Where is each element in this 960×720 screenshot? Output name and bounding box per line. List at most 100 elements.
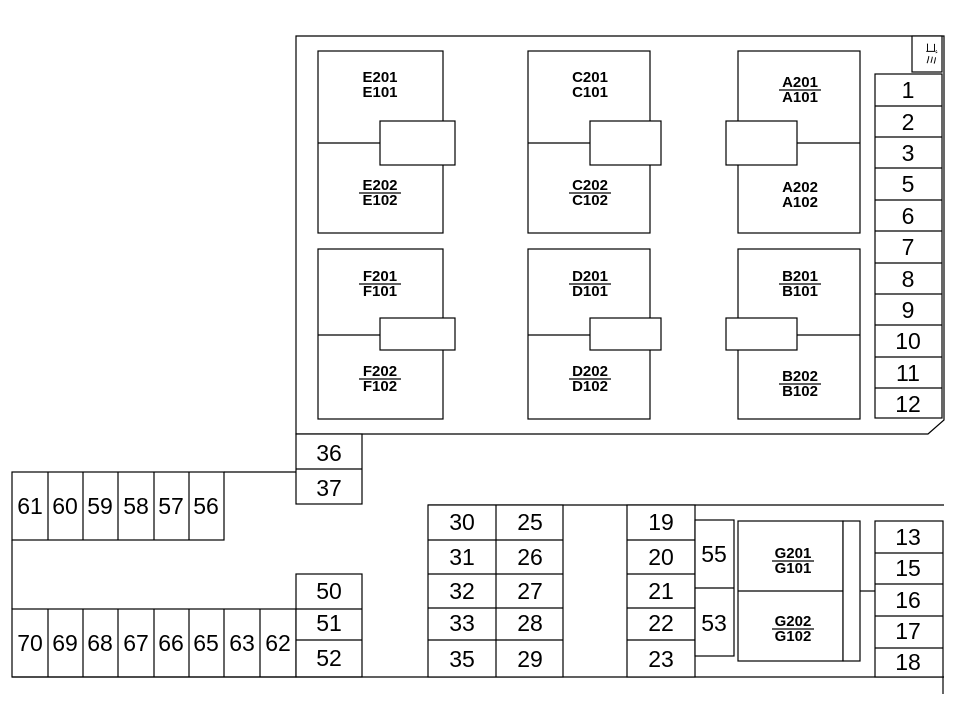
parking-space-1: 1 (902, 77, 915, 103)
unit-b202: B202 (782, 368, 818, 385)
parking-13-18: 13 15 16 17 18 (874, 520, 944, 678)
parking-space-69: 69 (52, 630, 78, 656)
parking-space-10: 10 (895, 328, 921, 354)
parking-space-21: 21 (648, 578, 674, 604)
parking-space-18: 18 (895, 649, 921, 675)
parking-space-6: 6 (902, 203, 915, 229)
unit-c101: C101 (572, 84, 608, 101)
parking-space-30: 30 (449, 509, 475, 535)
parking-space-27: 27 (517, 578, 543, 604)
parking-space-11: 11 (896, 360, 920, 386)
parking-space-53: 53 (701, 610, 727, 636)
compound-boundary (295, 35, 945, 435)
building-c: C201 C101 C202 C102 (527, 50, 662, 234)
unit-a101: A101 (782, 89, 818, 106)
parking-space-2: 2 (902, 109, 915, 135)
parking-space-61: 61 (17, 493, 43, 519)
parking-space-7: 7 (902, 234, 915, 260)
building-a: A201 A101 A202 A102 (725, 50, 861, 234)
parking-space-3: 3 (902, 140, 915, 166)
parking-space-13: 13 (895, 524, 921, 550)
parking-space-19: 19 (648, 509, 674, 535)
parking-space-37: 37 (316, 475, 342, 501)
parking-space-56: 56 (193, 493, 219, 519)
parking-left-lower-row: 70 69 68 67 66 65 63 62 (11, 608, 297, 678)
parking-space-55: 55 (701, 541, 727, 567)
parking-space-31: 31 (449, 544, 475, 570)
parking-space-8: 8 (902, 266, 915, 292)
unit-f201: F201 (363, 268, 397, 285)
parking-space-12: 12 (895, 391, 921, 417)
parking-space-26: 26 (517, 544, 543, 570)
building-e: E201 E101 E202 E102 (317, 50, 456, 234)
parking-space-65: 65 (193, 630, 219, 656)
unit-a201: A201 (782, 74, 818, 91)
parking-space-66: 66 (158, 630, 184, 656)
unit-g101: G101 (775, 560, 812, 577)
parking-space-63: 63 (229, 630, 255, 656)
unit-e201: E201 (362, 69, 397, 86)
parking-space-17: 17 (895, 618, 921, 644)
unit-c201: C201 (572, 69, 608, 86)
unit-a202: A202 (782, 179, 818, 196)
building-d: D201 D101 D202 D102 (527, 248, 662, 420)
unit-e102: E102 (362, 192, 397, 209)
parking-space-5: 5 (902, 171, 915, 197)
parking-space-36: 36 (316, 440, 342, 466)
unit-b201: B201 (782, 268, 818, 285)
parking-space-59: 59 (87, 493, 113, 519)
parking-space-33: 33 (449, 610, 475, 636)
unit-b101: B101 (782, 283, 818, 300)
parking-space-29: 29 (517, 646, 543, 672)
unit-b102: B102 (782, 383, 818, 400)
parking-space-67: 67 (123, 630, 149, 656)
parking-space-23: 23 (648, 646, 674, 672)
unit-d101: D101 (572, 283, 608, 300)
parking-36-37: 36 37 (295, 433, 363, 505)
parking-space-22: 22 (648, 610, 674, 636)
parking-left-upper-row: 61 60 59 58 57 56 (11, 471, 225, 541)
parking-space-28: 28 (517, 610, 543, 636)
parking-right-column: 1 2 3 5 6 7 8 9 10 11 12 (874, 73, 943, 419)
parking-space-9: 9 (902, 297, 915, 323)
unit-g102: G102 (775, 628, 812, 645)
parking-space-57: 57 (158, 493, 184, 519)
building-g: G201 G101 G202 G102 (737, 520, 875, 662)
unit-g202: G202 (775, 613, 812, 630)
unit-d201: D201 (572, 268, 608, 285)
building-f: F201 F101 F202 F102 (317, 248, 456, 420)
unit-a102: A102 (782, 194, 818, 211)
parking-middle-block: 30 31 32 33 35 25 26 27 28 29 (427, 504, 564, 678)
parking-space-68: 68 (87, 630, 113, 656)
parking-space-32: 32 (449, 578, 475, 604)
unit-f202: F202 (363, 363, 397, 380)
unit-d202: D202 (572, 363, 608, 380)
unit-d102: D102 (572, 378, 608, 395)
parking-space-62: 62 (265, 630, 291, 656)
unit-f102: F102 (363, 378, 397, 395)
unit-c102: C102 (572, 192, 608, 209)
parking-space-70: 70 (17, 630, 43, 656)
parking-space-60: 60 (52, 493, 78, 519)
trash-label: ゴミ (924, 42, 939, 66)
building-b: B201 B101 B202 B102 (725, 248, 861, 420)
parking-space-58: 58 (123, 493, 149, 519)
trash-area (911, 35, 943, 73)
parking-space-51: 51 (316, 610, 342, 636)
parking-50-52: 50 51 52 (295, 573, 363, 678)
parking-space-16: 16 (895, 587, 921, 613)
parking-space-25: 25 (517, 509, 543, 535)
parking-space-20: 20 (648, 544, 674, 570)
unit-e202: E202 (362, 177, 397, 194)
parking-space-35: 35 (449, 646, 475, 672)
unit-g201: G201 (775, 545, 812, 562)
unit-c202: C202 (572, 177, 608, 194)
unit-f101: F101 (363, 283, 397, 300)
parking-space-15: 15 (895, 555, 921, 581)
unit-e101: E101 (362, 84, 397, 101)
parking-55-53: 55 53 (694, 519, 735, 657)
parking-space-50: 50 (316, 578, 342, 604)
parking-space-52: 52 (316, 645, 342, 671)
parking-19-23: 19 20 21 22 23 (626, 504, 696, 678)
